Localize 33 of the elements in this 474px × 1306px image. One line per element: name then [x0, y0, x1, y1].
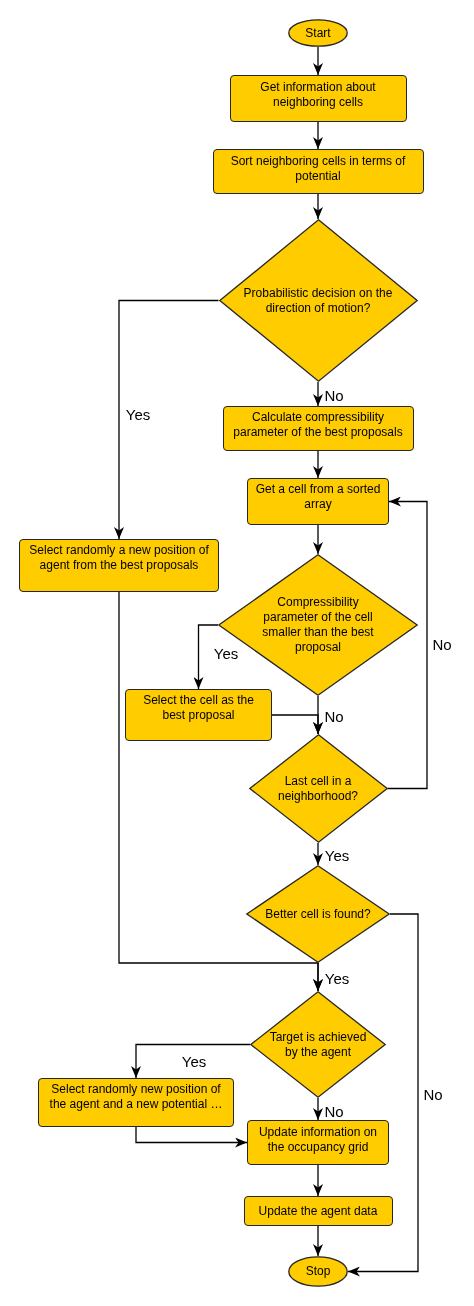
decision-diamond: Better cell is found?: [246, 865, 390, 963]
decision-diamond: Last cell in a neighborhood?: [248, 734, 388, 843]
connector-arrow: [193, 624, 219, 690]
connector-arrow: [313, 524, 323, 555]
connector-arrow: [313, 1225, 323, 1257]
connector-arrow: [313, 121, 323, 150]
decision-diamond: Probabilistic decision on the direction of motion?: [218, 219, 418, 382]
connector-arrow: [313, 46, 323, 76]
process-box: Get a cell from a sorted array: [247, 478, 389, 525]
process-box: Get information about neighboring cells: [229, 75, 407, 122]
connector-arrow: [313, 193, 323, 220]
connector-arrow: [313, 450, 323, 479]
terminal-oval: Start: [288, 19, 348, 47]
process-box: Update the agent data: [243, 1196, 393, 1226]
process-box: Select the cell as the best proposal: [125, 689, 272, 741]
connector-arrow: [118, 591, 323, 992]
connector-arrow: [386, 496, 428, 790]
connector-arrow: [135, 1126, 248, 1148]
connector-arrow: [114, 299, 220, 540]
process-box: Sort neighboring cells in terms of potential: [212, 149, 424, 194]
process-box: Calculate compressibility parameter of the best proposals: [222, 406, 414, 451]
connector-arrow: [347, 913, 419, 1277]
connector-arrow: [271, 714, 323, 735]
connector-arrow: [313, 1164, 323, 1197]
process-box: Select randomly a new position of agent from the best proposals: [19, 539, 219, 592]
connector-arrow: [313, 381, 323, 407]
terminal-oval: Stop: [288, 1256, 348, 1287]
process-box: Select randomly new position of the agent and a new potential …: [38, 1078, 234, 1127]
connector-arrow: [313, 1097, 323, 1121]
process-box: Update information on the occupancy grid: [247, 1120, 389, 1165]
connector-arrow: [313, 842, 323, 866]
decision-diamond: Target is achieved by the agent: [250, 991, 386, 1098]
connector-arrow: [131, 1043, 251, 1079]
